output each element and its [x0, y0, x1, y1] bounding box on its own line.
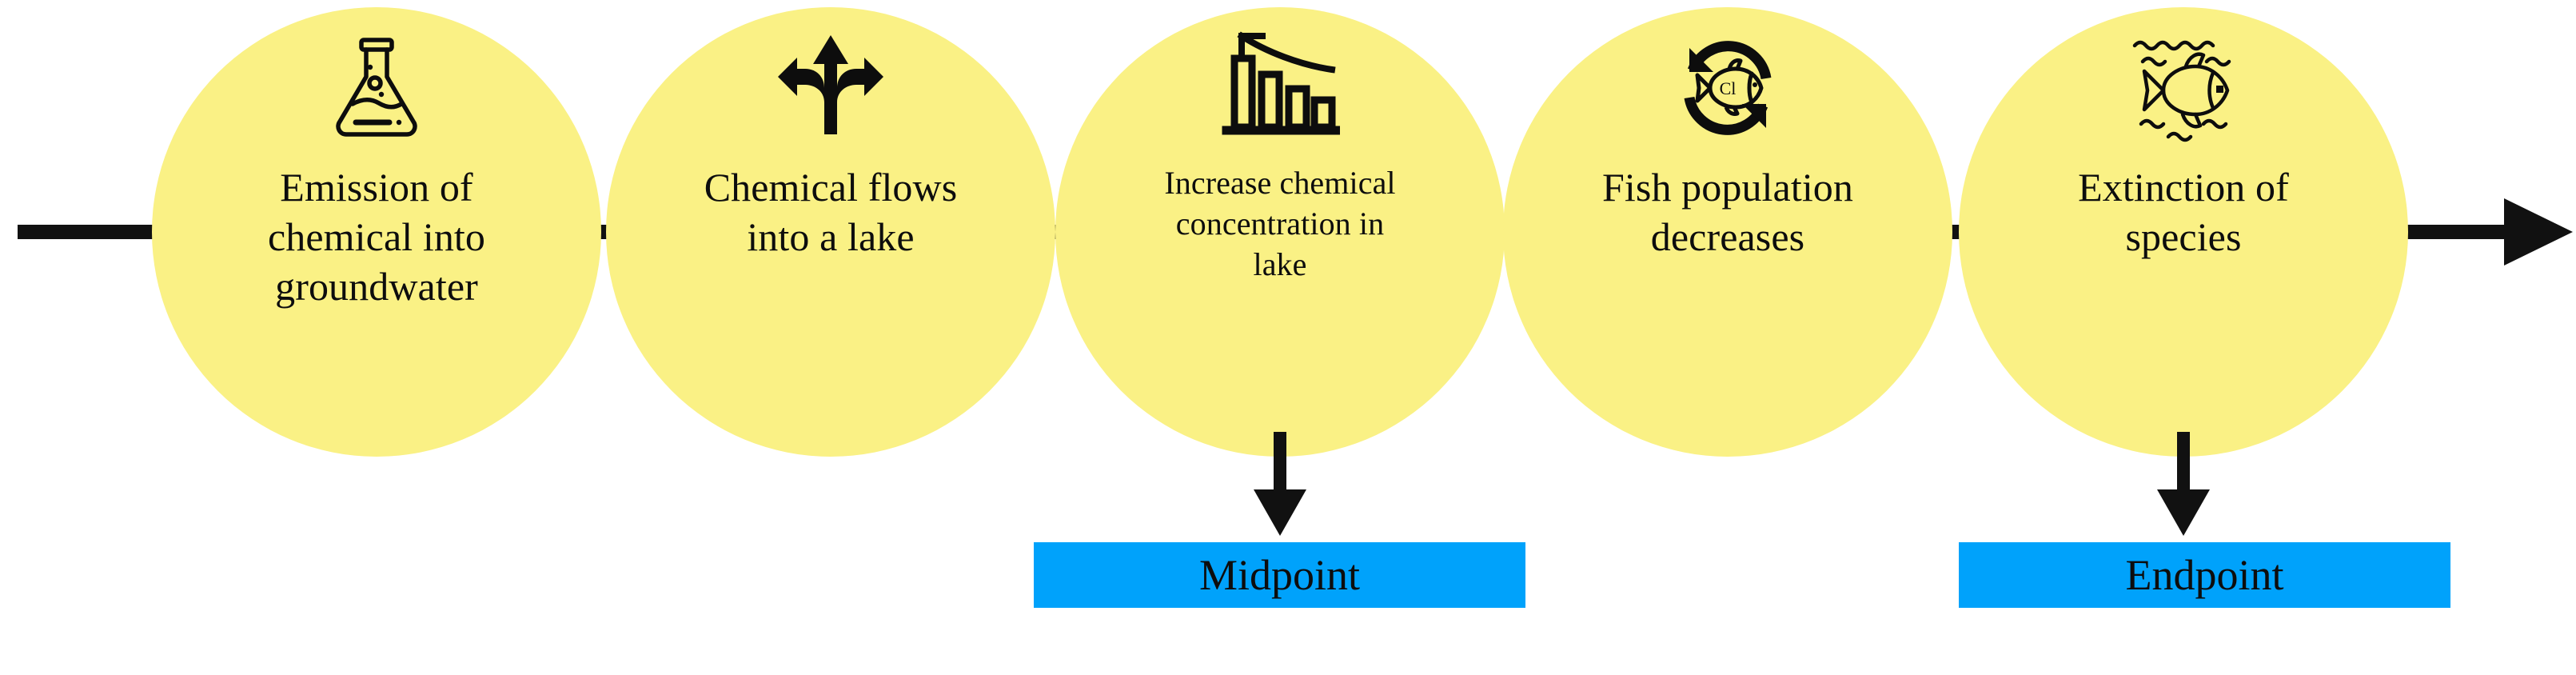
pathway-node-emission[interactable]: Emission of chemical into groundwater — [152, 7, 601, 457]
result-box-label: Midpoint — [1198, 551, 1361, 599]
pathway-node-concentration[interactable]: Increase chemical concentration in lake — [1055, 7, 1505, 457]
connector-midpoint-arrowhead-icon — [1254, 489, 1306, 536]
pathway-node-fish-population[interactable]: Cl Fish population decreases — [1503, 7, 1952, 457]
connector-endpoint-arrowhead-icon — [2157, 489, 2210, 536]
pathway-node-label: Emission of chemical into groundwater — [267, 165, 486, 309]
erlenmeyer-flask-icon — [329, 28, 425, 148]
fish-cycle-arrows-icon: Cl — [1669, 28, 1787, 148]
pathway-node-label: Extinction of species — [2078, 165, 2289, 259]
pathway-node-label: Chemical flows into a lake — [704, 165, 958, 259]
pathway-node-flow[interactable]: Chemical flows into a lake — [606, 7, 1055, 457]
svg-text:Cl: Cl — [1720, 78, 1737, 98]
fish-in-water-icon — [2123, 28, 2243, 148]
three-way-arrow-icon — [775, 28, 887, 148]
pathway-node-extinction[interactable]: Extinction of species — [1959, 7, 2408, 457]
result-box-midpoint[interactable]: Midpoint — [1034, 542, 1525, 608]
pathway-node-label: Increase chemical concentration in lake — [1164, 165, 1396, 283]
spine-segment-end — [2399, 225, 2510, 239]
result-box-endpoint[interactable]: Endpoint — [1959, 542, 2450, 608]
spine-segment-start — [18, 225, 169, 239]
result-box-label: Endpoint — [2125, 551, 2284, 599]
flow-arrowhead-icon — [2504, 198, 2573, 266]
pathway-node-label: Fish population decreases — [1601, 165, 1854, 259]
declining-bar-chart-arrow-icon — [1220, 25, 1340, 145]
